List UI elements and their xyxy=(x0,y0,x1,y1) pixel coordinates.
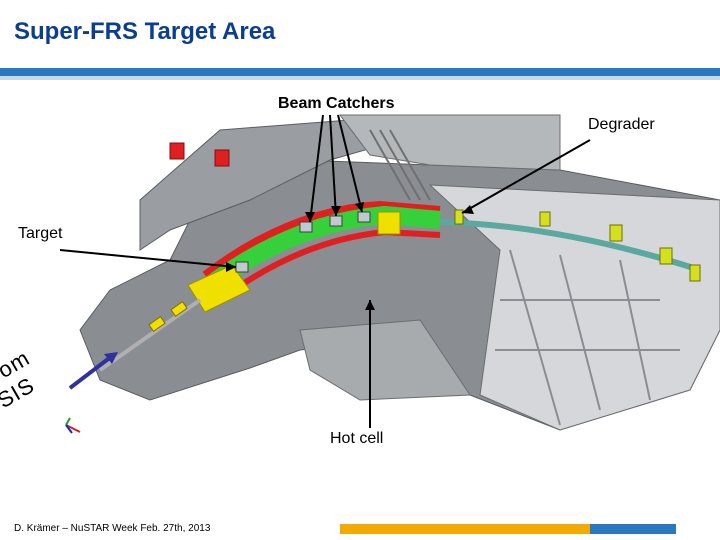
hot-cell-label: Hot cell xyxy=(330,430,384,447)
pointer-lines xyxy=(59,114,591,428)
left-wing xyxy=(139,119,402,251)
slide-footer: D. Krämer – NuSTAR Week Feb. 27th, 2013 xyxy=(14,523,211,534)
footer-bar-blue xyxy=(590,524,676,534)
footer-bar-yellow xyxy=(340,524,590,534)
degrader-magnet xyxy=(377,211,401,235)
beam-catcher-pointer-2 xyxy=(329,114,337,217)
room-walls xyxy=(495,249,680,426)
axis-glyph xyxy=(65,417,81,434)
beamline-upstream xyxy=(98,298,202,372)
sis-arrow-line xyxy=(68,354,114,390)
upper-left-machine xyxy=(169,142,230,167)
title-divider xyxy=(0,68,720,76)
downstream-magnets xyxy=(454,209,701,282)
lower-plaza xyxy=(299,319,471,401)
right-floor xyxy=(428,184,720,431)
target-pointer xyxy=(59,249,237,268)
degrader-pointer xyxy=(461,139,591,214)
target-area-rendering xyxy=(59,114,720,434)
pointer-arrowheads xyxy=(226,202,474,310)
target-label: Target xyxy=(18,225,63,242)
beam-catcher-pointer-3 xyxy=(337,114,363,213)
upper-structure xyxy=(339,114,561,171)
title-divider-shadow xyxy=(0,76,720,80)
beam-catchers-label: Beam Catchers xyxy=(278,95,395,112)
degrader-slats xyxy=(369,129,431,201)
shielding-red-outer xyxy=(202,200,441,279)
target-block xyxy=(187,264,251,313)
sis-arrowhead xyxy=(104,352,118,364)
upstream-magnets xyxy=(148,301,188,332)
beam-catcher-pointer-1 xyxy=(309,114,324,223)
slide-title: Super-FRS Target Area xyxy=(14,18,276,45)
degrader-label: Degrader xyxy=(588,116,655,133)
